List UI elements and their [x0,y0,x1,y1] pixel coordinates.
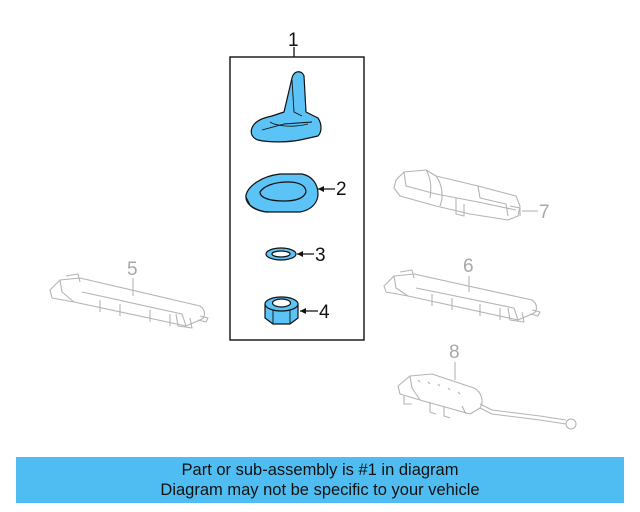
arrow-head-3 [297,251,303,257]
antenna-cover-part[interactable] [250,71,322,143]
callout-7[interactable]: 7 [539,202,550,223]
connector-part-7[interactable] [393,169,521,221]
banner-line-2: Diagram may not be specific to your vehi… [160,481,480,499]
diagram-notice-banner: Part or sub-assembly is #1 in diagram Di… [16,457,624,503]
callout-3[interactable]: 3 [315,245,326,266]
washer-part[interactable] [265,247,297,261]
hex-nut-part[interactable] [264,296,299,325]
callout-8[interactable]: 8 [449,342,460,363]
arrow-head-4 [300,308,306,314]
callout-6[interactable]: 6 [463,256,474,277]
gasket-part[interactable] [245,173,319,213]
callout-5[interactable]: 5 [127,259,138,280]
module-part-5[interactable] [49,273,209,329]
callout-4[interactable]: 4 [319,302,330,323]
sensor-part-8[interactable] [397,373,577,430]
arrow-head-2 [318,186,324,192]
callout-1[interactable]: 1 [288,30,299,51]
assembly-box [229,56,365,341]
banner-line-1: Part or sub-assembly is #1 in diagram [181,461,459,479]
module-part-6[interactable] [383,269,541,323]
callout-2[interactable]: 2 [336,179,347,200]
